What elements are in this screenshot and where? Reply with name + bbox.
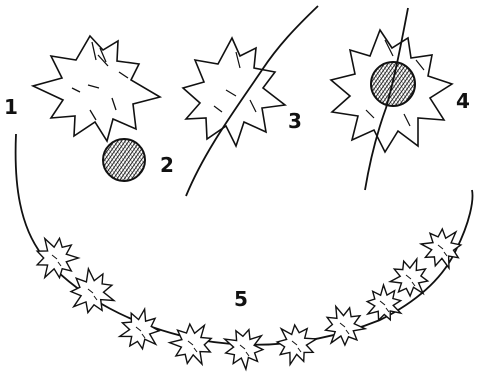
figure-4-star-disc-on-wire bbox=[331, 8, 452, 190]
star-shape-icon bbox=[183, 38, 285, 146]
garland-icon bbox=[37, 229, 461, 369]
garland-star-icon bbox=[326, 306, 366, 345]
star-shape-icon bbox=[33, 36, 160, 141]
garland-string-line bbox=[16, 134, 473, 345]
figure-2-disc bbox=[103, 139, 145, 181]
label-step-3: 3 bbox=[288, 109, 302, 133]
figure-5-garland bbox=[16, 134, 473, 369]
garland-star-icon bbox=[367, 285, 401, 320]
label-step-2: 2 bbox=[160, 153, 174, 177]
figure-3-star-on-wire bbox=[183, 6, 318, 196]
garland-star-icon bbox=[71, 269, 114, 313]
garland-star-icon bbox=[120, 309, 159, 349]
label-step-4: 4 bbox=[456, 89, 470, 113]
garland-star-icon bbox=[170, 324, 212, 364]
label-step-5: 5 bbox=[234, 287, 248, 311]
garland-star-icon bbox=[37, 238, 78, 277]
garland-star-icon bbox=[225, 330, 263, 370]
figure-1-paper-star bbox=[33, 36, 160, 141]
label-step-1: 1 bbox=[4, 95, 18, 119]
garland-star-icon bbox=[421, 229, 461, 268]
